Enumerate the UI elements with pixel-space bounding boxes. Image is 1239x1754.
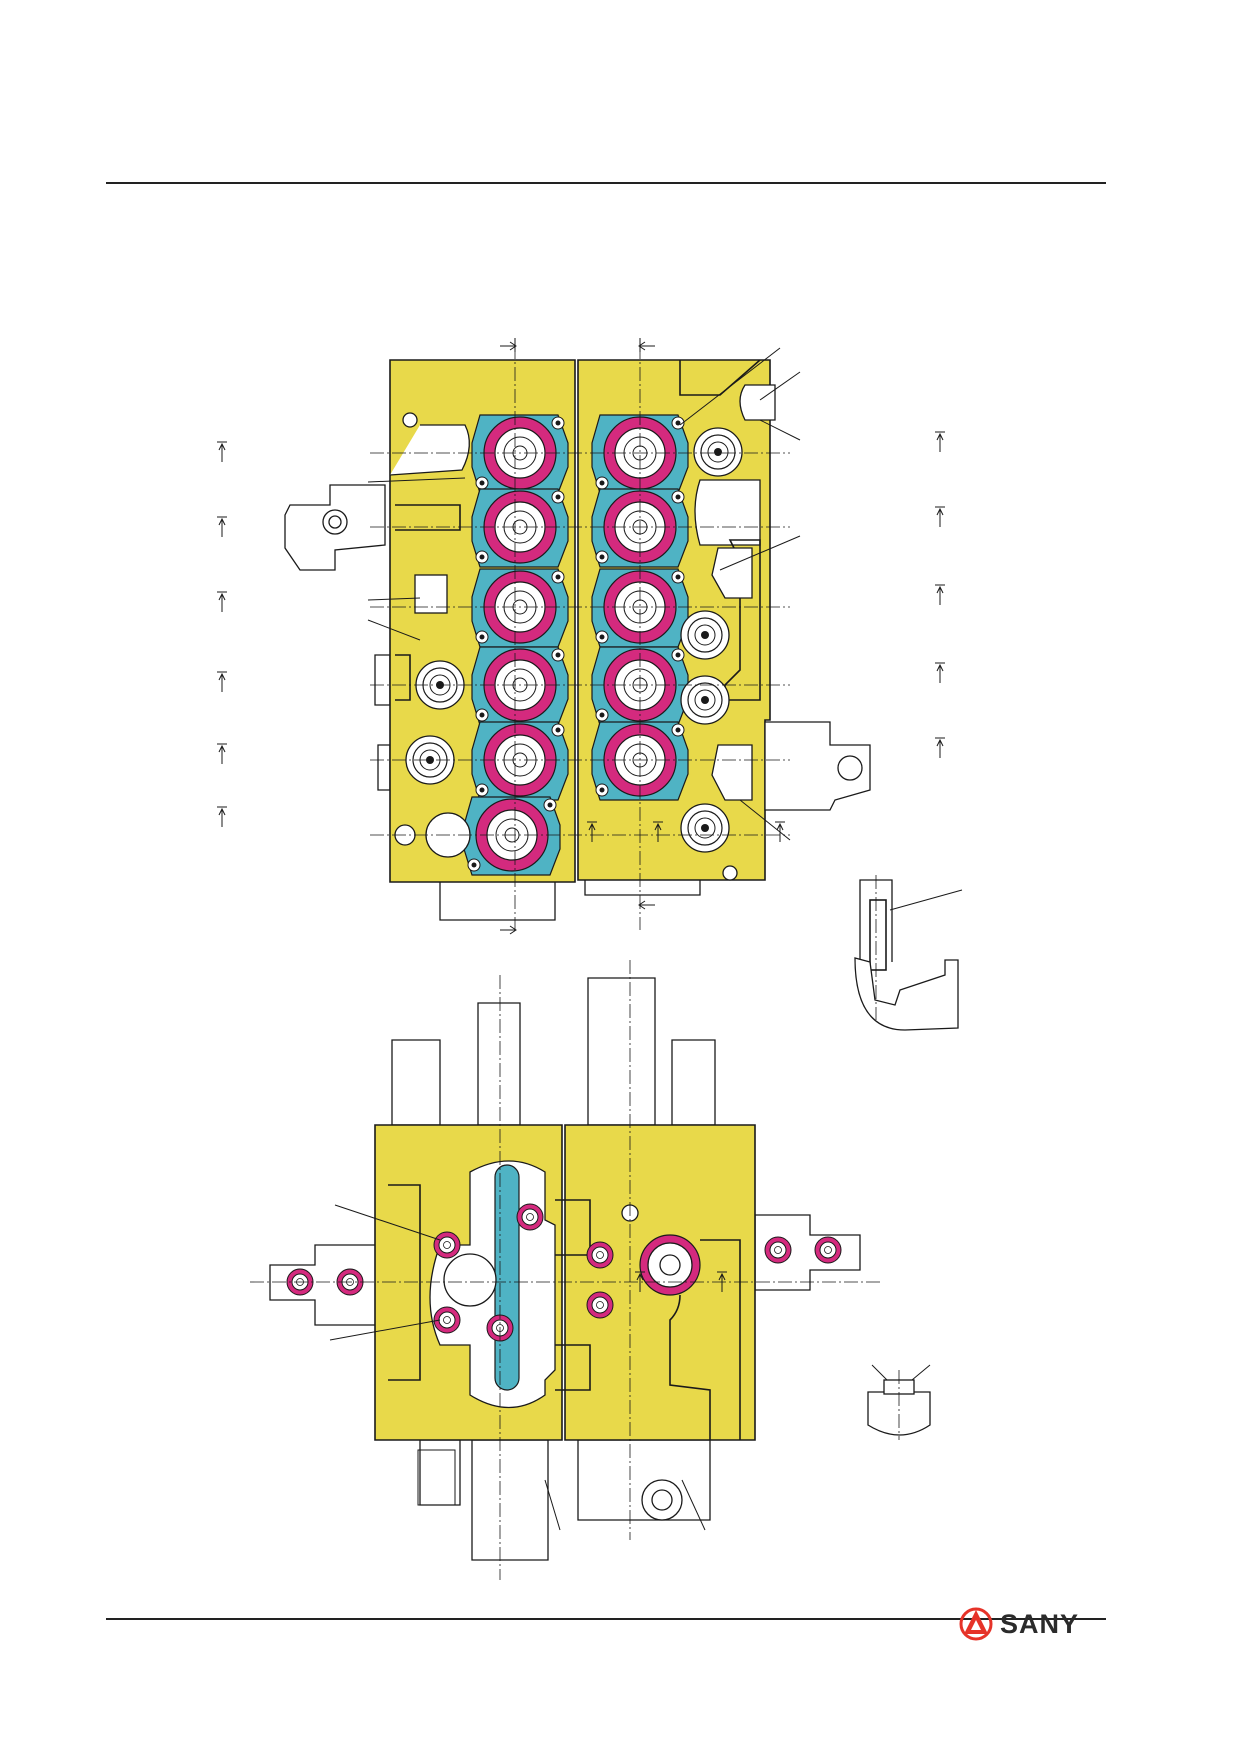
brand-logo: SANY xyxy=(958,1604,1098,1644)
header-rule xyxy=(106,182,1106,184)
detail-view-plug xyxy=(867,1364,931,1440)
footer-rule xyxy=(106,1618,1106,1620)
detail-view-relief-valve xyxy=(854,875,963,1031)
bottom-view xyxy=(250,960,880,1580)
brand-name: SANY xyxy=(1000,1608,1080,1639)
sany-mark-icon xyxy=(959,1607,993,1641)
top-view xyxy=(216,338,946,935)
